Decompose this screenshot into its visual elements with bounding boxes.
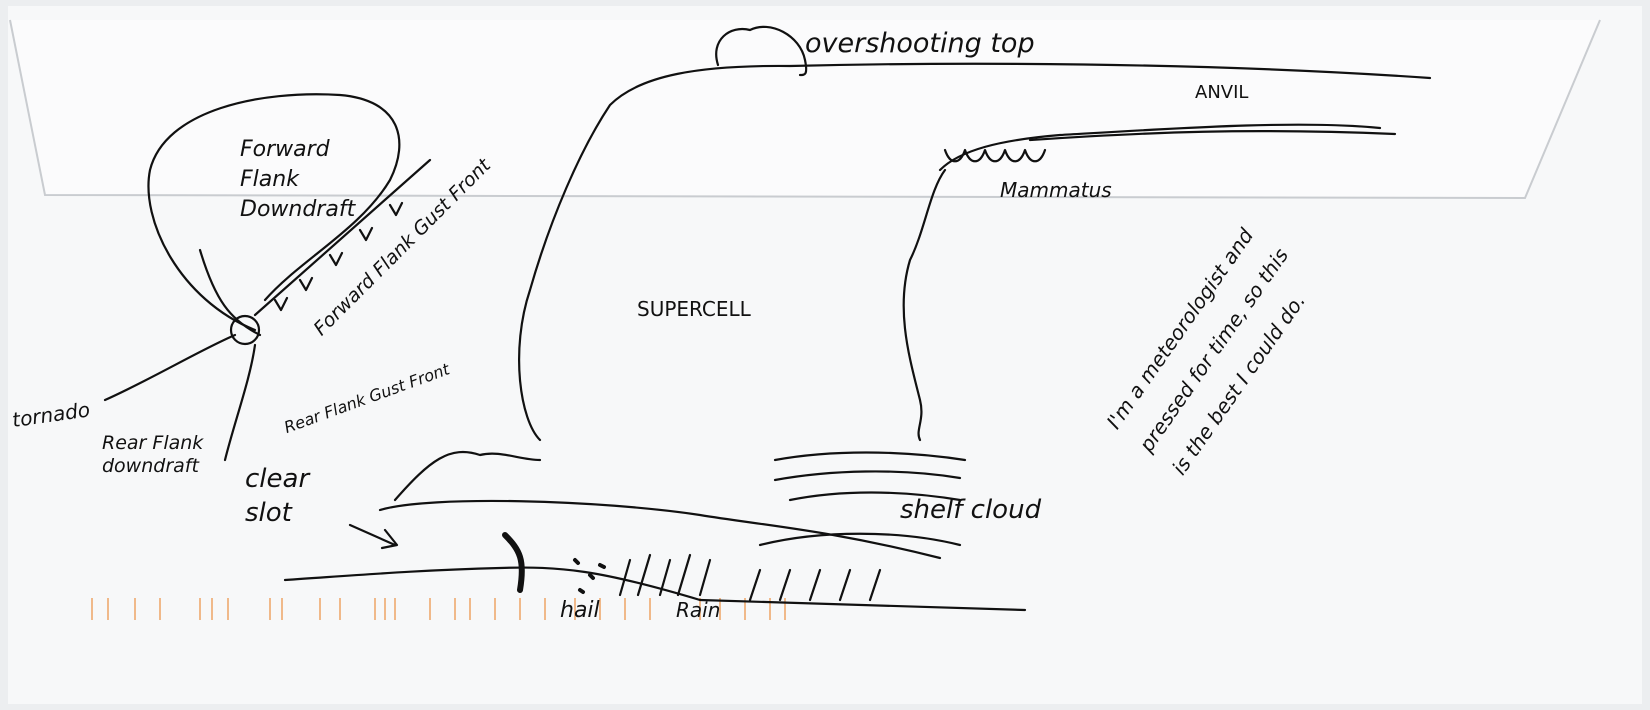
label-mammatus: Mammatus: [1000, 178, 1112, 202]
label-supercell: SUPERCELL: [637, 297, 751, 321]
mammatus-bumps: [943, 148, 1047, 163]
wall-cloud-base: [393, 450, 542, 502]
tornado-arrow: [103, 333, 237, 402]
tornado-circle: [229, 314, 261, 346]
label-clear-slot: clear slot: [245, 464, 310, 528]
envelope-flap: [9, 19, 1601, 200]
anvil-lower: [938, 123, 1382, 172]
label-rear-flank-downdraft: Rear Flank downdraft: [102, 432, 204, 477]
clear-slot-arrow: [348, 523, 399, 550]
rear-flank-loop: [198, 248, 262, 337]
cloud-base: [378, 499, 942, 560]
ffgf-barbs: [273, 201, 404, 312]
supercell-outline: [517, 62, 1432, 442]
overshooting-top: [715, 25, 808, 77]
ground: [283, 566, 1027, 612]
label-hail: hail: [560, 598, 600, 623]
shelf-cloud-lines: [758, 451, 967, 547]
tornado-funnel: [502, 532, 525, 593]
rain-streaks: [618, 553, 882, 602]
rfgf-line: [223, 343, 257, 462]
label-forward-flank-downdraft: Forward Flank Downdraft: [240, 137, 356, 222]
anvil-lower-2: [1028, 130, 1397, 142]
label-rain: Rain: [676, 598, 721, 622]
label-shelf-cloud: shelf cloud: [900, 495, 1042, 525]
hail-dots: [573, 558, 606, 594]
supercell-right-edge: [902, 168, 947, 442]
forward-flank-outline: [147, 93, 401, 332]
label-overshooting-top: overshooting top: [805, 28, 1035, 59]
label-anvil: ANVIL: [1195, 82, 1249, 103]
barcode: [91, 598, 786, 620]
ffgf-line: [253, 158, 432, 317]
